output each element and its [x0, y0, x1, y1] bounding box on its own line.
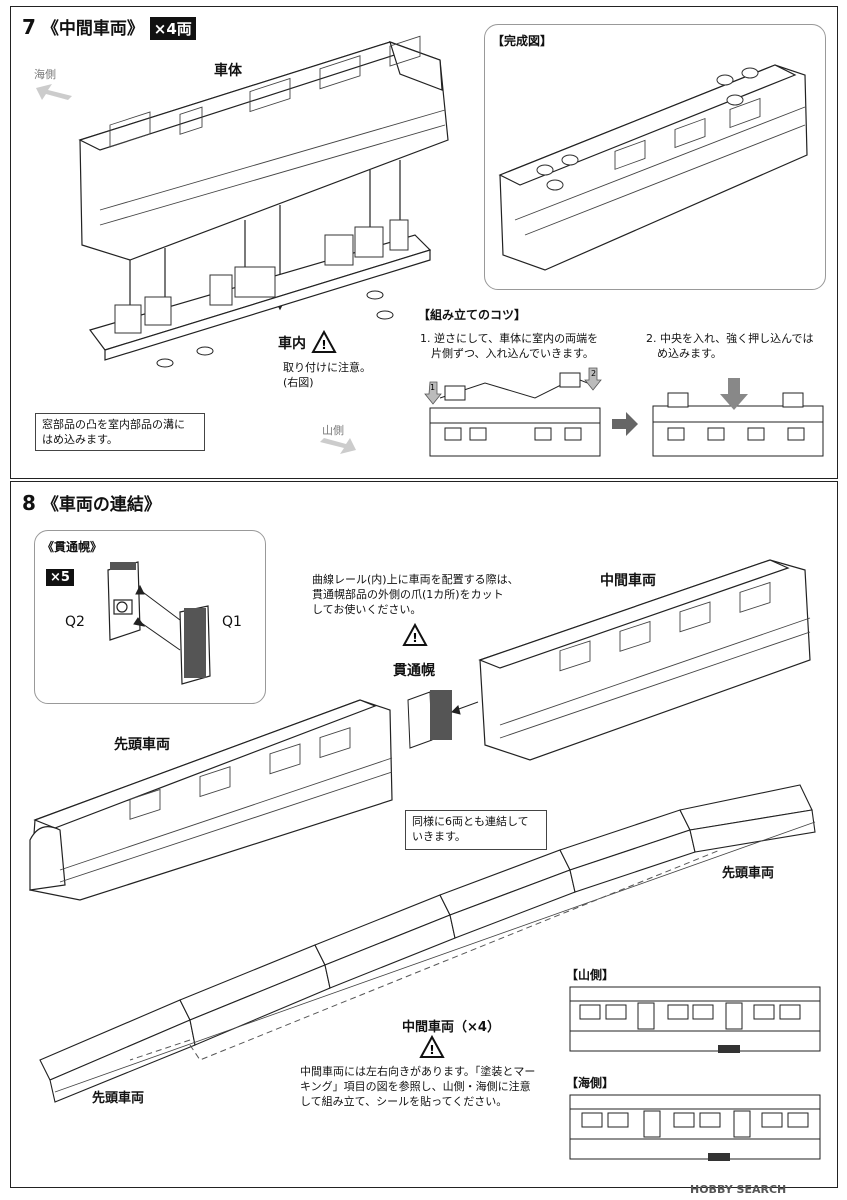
- tips-title: 【組み立てのコツ】: [418, 308, 527, 322]
- middle-car-x4-label: 中間車両（×4）: [402, 1020, 500, 1035]
- window-fit-note-line2: はめ込みます。: [42, 433, 118, 446]
- middle-car-label: 中間車両: [600, 573, 656, 589]
- mountain-side-tag: 【山側】: [566, 968, 615, 982]
- gangway-label: 貫通幌: [393, 663, 435, 679]
- step7-qty-badge: ×4両: [149, 17, 196, 40]
- tip2-diagram: [652, 378, 824, 457]
- direction-note-line1: 中間車両には左右向きがあります。「塗装とマー: [300, 1065, 536, 1078]
- middle-car-body-drawing: [78, 35, 449, 336]
- interior-part-drawing: [89, 219, 432, 368]
- curve-rail-note: 曲線レール(内)上に車両を配置する際は、 貫通幌部品の外側の爪(1カ所)をカット…: [312, 572, 519, 617]
- interior-note: 取り付けに注意。 (右図): [283, 360, 371, 390]
- direction-note-line3: して組み立て、シールを貼ってください。: [300, 1095, 508, 1108]
- tip1-line2: 片側ずつ、入れ込んでいきます。: [431, 347, 594, 360]
- middle-car-drawing: [478, 559, 811, 761]
- window-fit-note-box: 窓部品の凸を室内部品の溝に はめ込みます。: [35, 413, 205, 451]
- step8-title: 8 《車両の連結》: [22, 490, 161, 515]
- right-arrow-icon: [612, 412, 638, 436]
- mountain-side-tag-step7: 山側: [322, 422, 344, 438]
- sea-side-tag-step7: 海側: [34, 66, 56, 82]
- svg-text:!: !: [429, 1043, 434, 1057]
- full-train-drawing: [39, 784, 816, 1103]
- completed-car-drawing: [498, 64, 808, 271]
- warning-icon: !: [311, 329, 337, 353]
- lead-car-bottom-label: 先頭車両: [92, 1091, 145, 1106]
- step8-title-text: 《車両の連結》: [41, 495, 161, 515]
- lead-car-label: 先頭車両: [114, 737, 170, 753]
- gangway-part-icon: [407, 690, 479, 749]
- connect-note-line2: いきます。: [412, 830, 466, 843]
- tip1-line1: 1. 逆さにして、車体に室内の両端を: [420, 332, 599, 345]
- mountain-side-car-view: [569, 986, 821, 1053]
- sea-side-arrow-icon: [36, 84, 72, 100]
- mountain-side-arrow-icon: [320, 438, 356, 454]
- part-q1-label: Q1: [222, 614, 242, 630]
- tip2-line1: 2. 中央を入れ、強く押し込んでは: [646, 332, 814, 345]
- tip-marker-1: 1: [430, 383, 435, 392]
- step7-number: 7: [22, 15, 36, 39]
- curve-note-line1: 曲線レール(内)上に車両を配置する際は、: [312, 573, 519, 586]
- mountain-side-label: 山側: [322, 424, 344, 437]
- part-q2-label: Q2: [65, 614, 85, 630]
- connect-note-line1: 同様に6両とも連結して: [412, 815, 529, 828]
- tip1-diagram: 1 2: [424, 367, 602, 457]
- interior-label: 車内: [278, 336, 306, 352]
- step7-title-text: 《中間車両》: [41, 19, 144, 39]
- warning-icon-direction: !: [419, 1034, 445, 1058]
- lead-car-drawing: [29, 699, 393, 901]
- tip2-line2: め込みます。: [657, 347, 722, 360]
- curve-note-line2: 貫通幌部品の外側の爪(1カ所)をカット: [312, 588, 504, 601]
- step8-number: 8: [22, 491, 36, 515]
- sea-side-tag: 【海側】: [566, 1076, 615, 1090]
- gangway-parts-box: [34, 530, 266, 704]
- tip2-text: 2. 中央を入れ、強く押し込んでは め込みます。: [646, 331, 814, 361]
- sea-side-car-view: [569, 1094, 821, 1161]
- completed-view-box: [484, 24, 826, 290]
- step7-title: 7 《中間車両》 ×4両: [22, 14, 196, 40]
- gangway-qty-text: ×5: [46, 569, 74, 586]
- tip1-text: 1. 逆さにして、車体に室内の両端を 片側ずつ、入れ込んでいきます。: [420, 331, 598, 361]
- direction-note-line2: キング」項目の図を参照し、山側・海側に注意: [300, 1080, 531, 1093]
- tip-marker-2: 2: [591, 369, 596, 378]
- completed-view-label: 【完成図】: [492, 34, 553, 48]
- svg-text:!: !: [321, 338, 326, 352]
- step7-body-label: 車体: [214, 63, 242, 79]
- lead-car-right-label: 先頭車両: [722, 866, 775, 881]
- watermark: HOBBY SEARCH: [690, 1183, 787, 1196]
- window-fit-note-line1: 窓部品の凸を室内部品の溝に: [42, 418, 185, 431]
- interior-note-line1: 取り付けに注意。: [283, 361, 371, 374]
- gangway-parts-drawing: [107, 561, 211, 685]
- curve-note-line3: してお使いください。: [312, 603, 422, 616]
- svg-text:!: !: [412, 631, 417, 645]
- interior-note-line2: (右図): [283, 376, 314, 389]
- warning-icon-curve: !: [402, 622, 428, 646]
- sea-side-label: 海側: [34, 68, 56, 81]
- connect-note-box: 同様に6両とも連結して いきます。: [405, 810, 547, 850]
- gangway-header: 《貫通幌》: [42, 540, 103, 554]
- gangway-qty-badge: ×5: [46, 566, 74, 586]
- direction-note: 中間車両には左右向きがあります。「塗装とマー キング」項目の図を参照し、山側・海…: [300, 1064, 535, 1109]
